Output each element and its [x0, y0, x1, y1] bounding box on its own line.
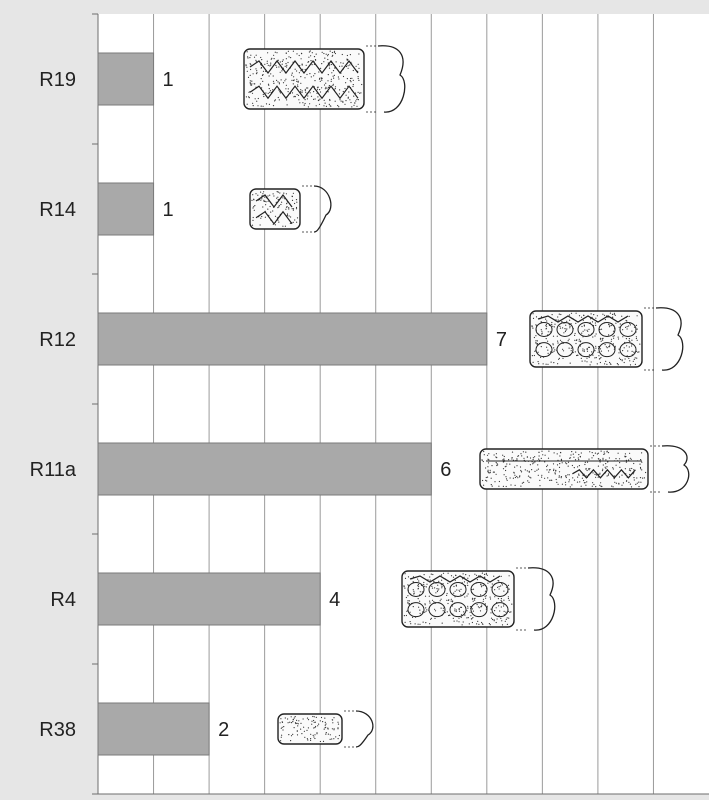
bar-r14 — [97, 182, 155, 236]
value-label: 1 — [163, 69, 174, 91]
category-label: R14 — [39, 199, 76, 221]
bar-r11a — [97, 442, 432, 496]
value-label: 4 — [329, 589, 340, 611]
category-label: R12 — [39, 329, 76, 351]
sherd-drawing — [529, 307, 684, 371]
value-label: 2 — [218, 719, 229, 741]
bar-r38 — [97, 702, 210, 756]
category-label: R4 — [50, 589, 76, 611]
sherd-drawing — [401, 567, 556, 631]
sherd-drawing — [277, 710, 374, 748]
sherd-drawing — [479, 445, 690, 493]
bar-r12 — [97, 312, 488, 366]
value-label: 7 — [496, 329, 507, 351]
bar-r4 — [97, 572, 321, 626]
value-label: 6 — [440, 459, 451, 481]
category-label: R19 — [39, 69, 76, 91]
value-label: 1 — [163, 199, 174, 221]
sherd-illustrations — [243, 45, 690, 748]
category-label: R11a — [30, 459, 77, 481]
category-label: R38 — [39, 719, 76, 741]
sherd-drawing — [249, 185, 332, 233]
bar-r19 — [97, 52, 155, 106]
y-axis-ticks — [92, 13, 98, 795]
plot-area — [98, 14, 709, 794]
grid-lines — [153, 14, 654, 794]
sherd-drawing — [243, 45, 406, 113]
